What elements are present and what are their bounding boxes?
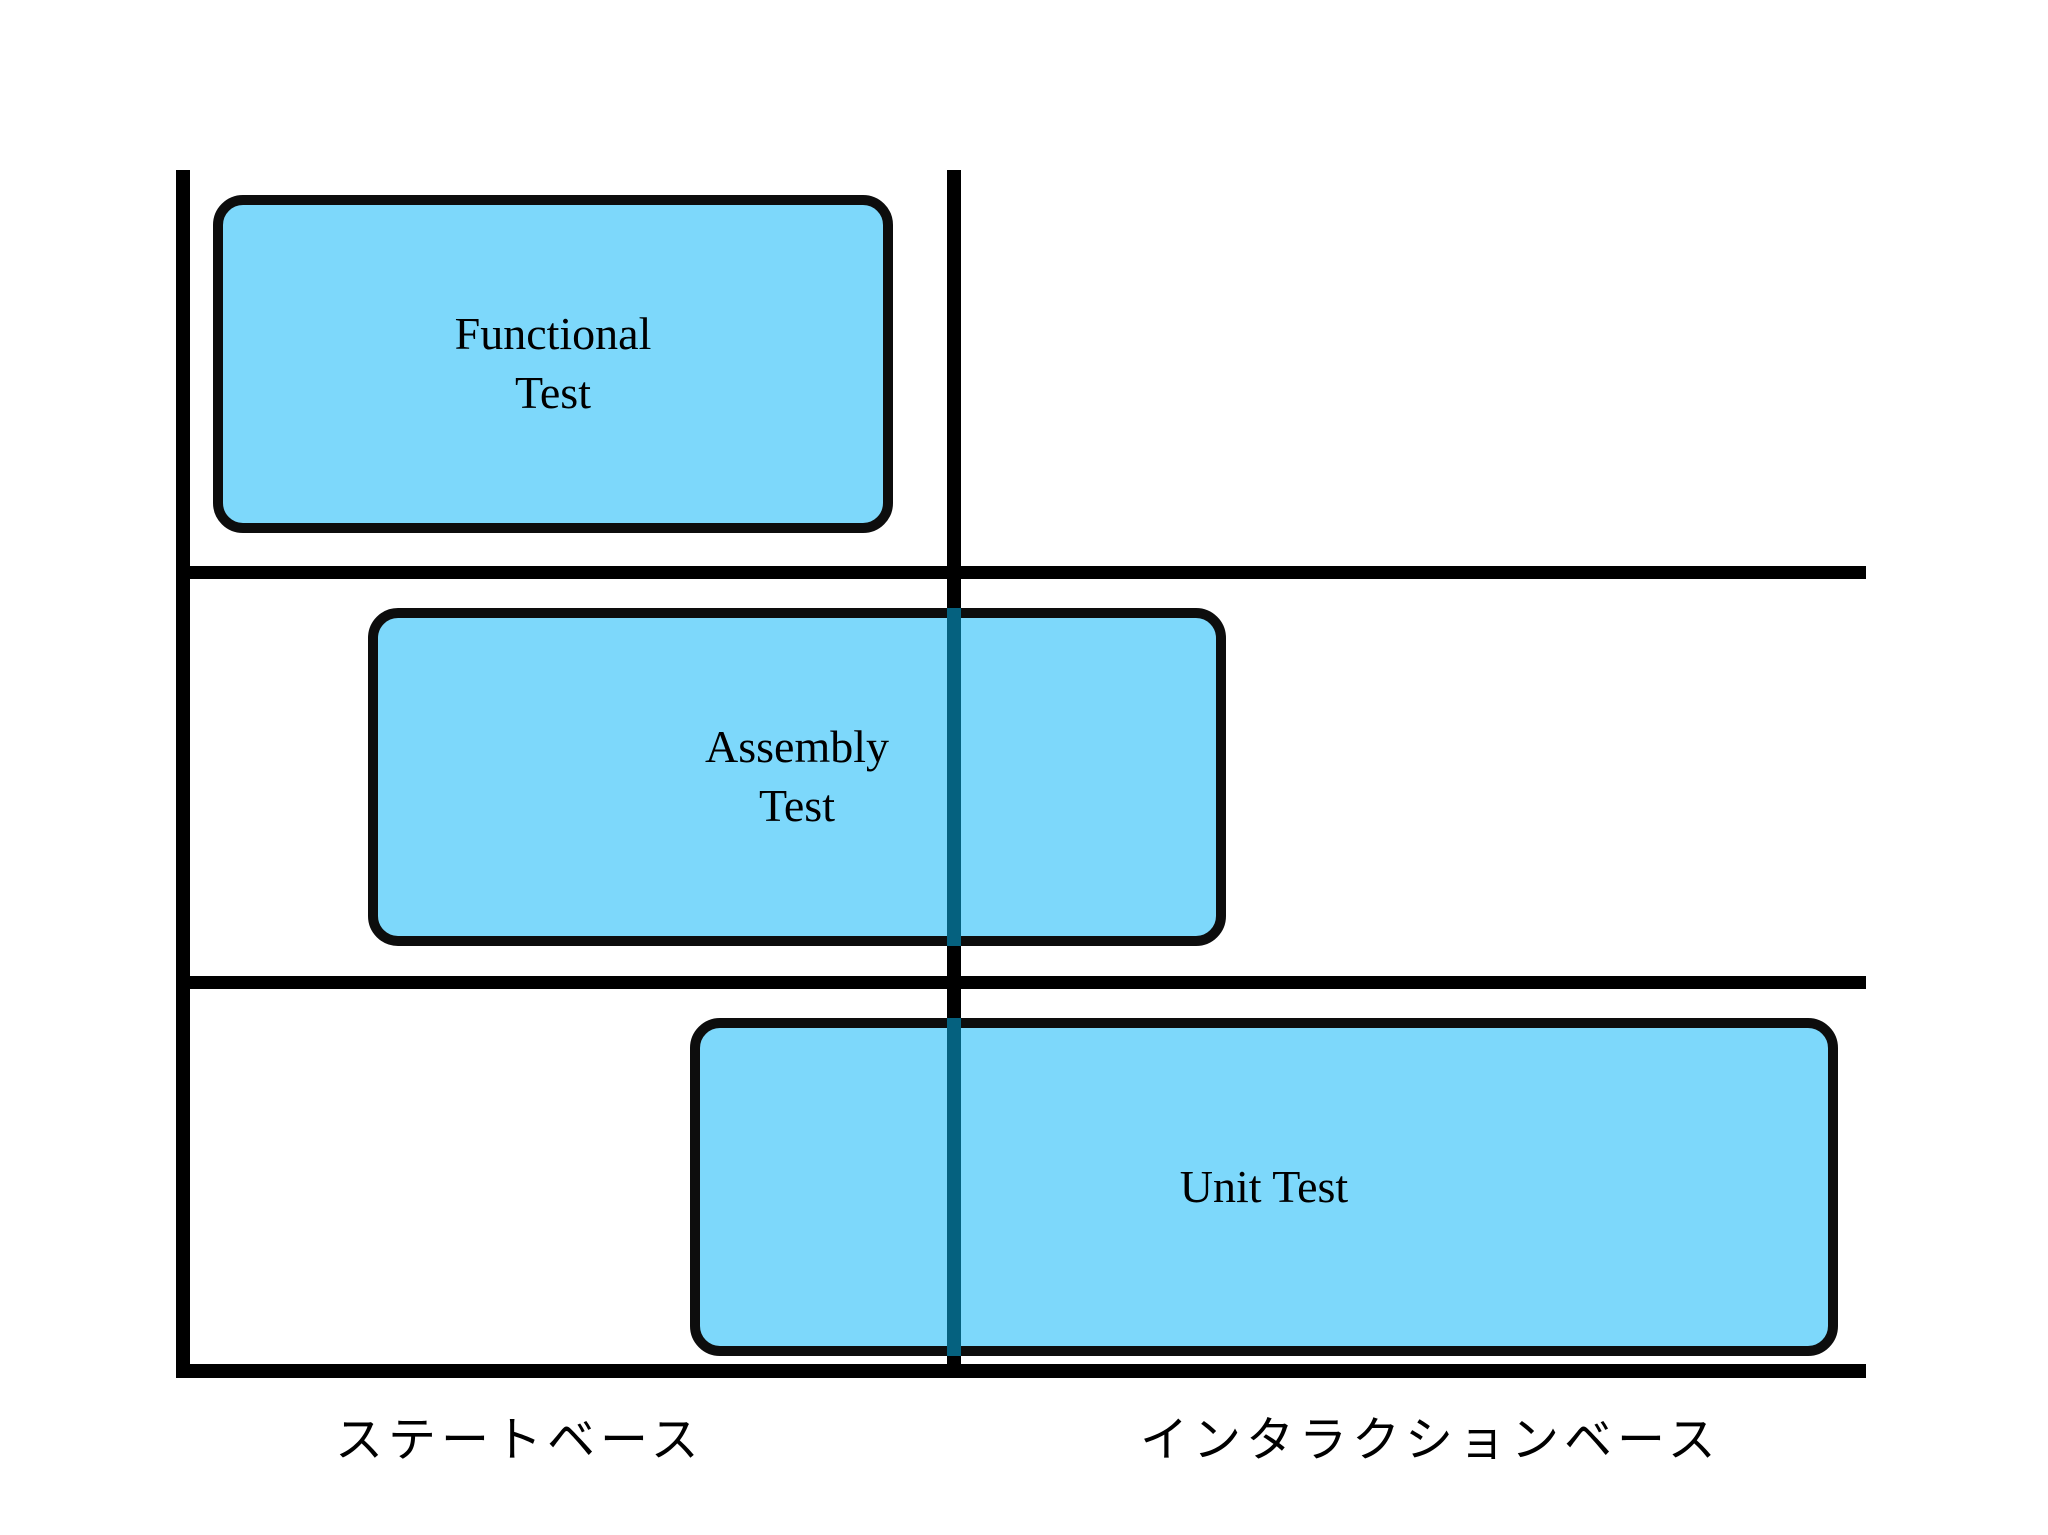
box-unit-test[interactable]: Unit Test [690, 1018, 1838, 1356]
box-functional-test[interactable]: Functional Test [213, 195, 893, 533]
box-functional-test-label: Functional Test [454, 308, 652, 418]
box-assembly-test[interactable]: Assembly Test [368, 608, 1226, 946]
y-axis-line [176, 170, 190, 1378]
box-unit-test-label: Unit Test [1179, 1160, 1349, 1212]
category-label-state-based: ステートベース [335, 1414, 704, 1467]
category-divider-over-unit-box [947, 1018, 961, 1356]
row-divider-2 [176, 976, 1866, 989]
category-label-interaction-based: インタラクションベース [1140, 1414, 1721, 1467]
box-assembly-test-label: Assembly Test [705, 721, 889, 831]
row-divider-1 [176, 566, 1866, 579]
x-axis-line [176, 1364, 1866, 1378]
category-divider-over-assembly-box [947, 608, 961, 946]
